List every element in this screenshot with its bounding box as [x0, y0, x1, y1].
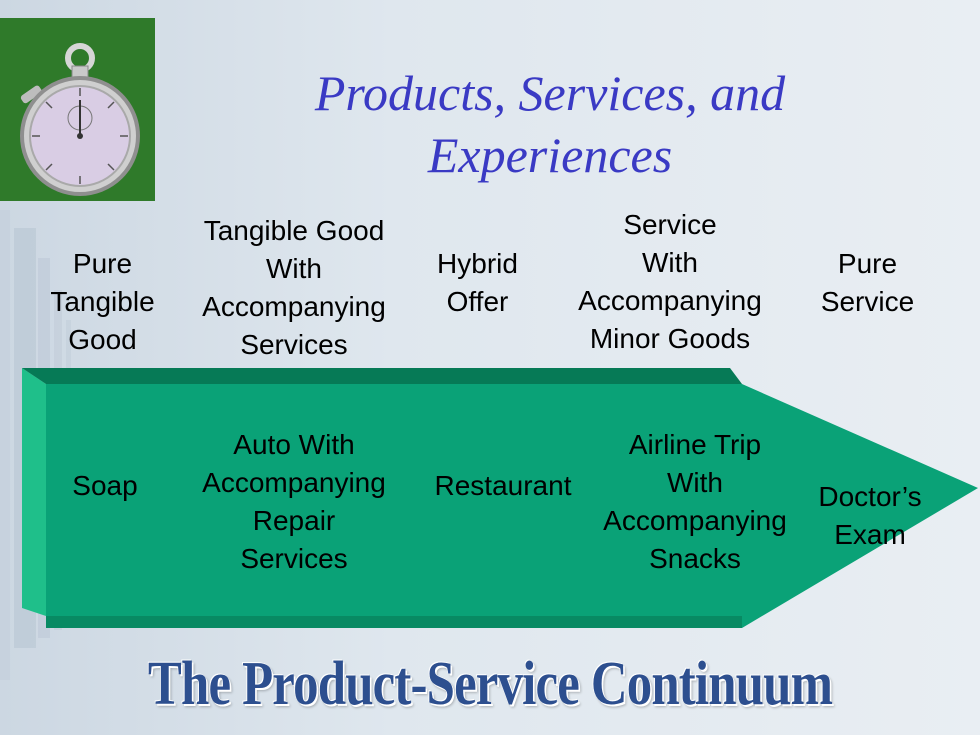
- footer-caption: The Product-Service Continuum: [147, 650, 833, 718]
- example-line: Airline Trip: [628, 429, 762, 460]
- example-line: Doctor’s: [818, 481, 922, 512]
- category-line: Tangible Good: [203, 215, 385, 246]
- example-line: Restaurant: [434, 470, 572, 501]
- arrow-side: [22, 368, 46, 616]
- category-line: Offer: [446, 286, 509, 317]
- arrow-top: [22, 368, 742, 384]
- example-line: Accompanying: [202, 467, 386, 498]
- arrow-face: [46, 384, 978, 628]
- category-line: With: [642, 247, 698, 278]
- category-line: Tangible: [50, 286, 155, 317]
- example-label: Soap: [55, 467, 155, 505]
- category-line: Accompanying: [202, 291, 386, 322]
- example-line: With: [667, 467, 723, 498]
- category-line: Hybrid: [437, 248, 518, 279]
- example-label: Restaurant: [418, 467, 588, 505]
- slide-title: Products, Services, and Experiences: [314, 65, 786, 183]
- stopwatch-icon: [0, 18, 155, 201]
- example-line: Exam: [834, 519, 906, 550]
- example-line: Auto With: [233, 429, 355, 460]
- category-line: Service: [820, 286, 915, 317]
- category-line: Minor Goods: [589, 323, 751, 354]
- arrow-bottom-edge: [46, 616, 742, 628]
- example-line: Soap: [72, 470, 138, 501]
- category-line: Service: [623, 209, 717, 240]
- example-line: Snacks: [649, 543, 741, 574]
- decorative-bar: [0, 210, 10, 680]
- continuum-arrow: [22, 368, 978, 628]
- stopwatch-image: [0, 18, 155, 201]
- example-line: Services: [240, 543, 348, 574]
- example-line: Accompanying: [603, 505, 787, 536]
- category-line: Accompanying: [578, 285, 762, 316]
- category-line: Services: [240, 329, 348, 360]
- category-line: Pure: [72, 248, 133, 279]
- example-line: Repair: [252, 505, 336, 536]
- category-line: With: [266, 253, 322, 284]
- category-line: Good: [68, 324, 137, 355]
- category-line: Pure: [837, 248, 898, 279]
